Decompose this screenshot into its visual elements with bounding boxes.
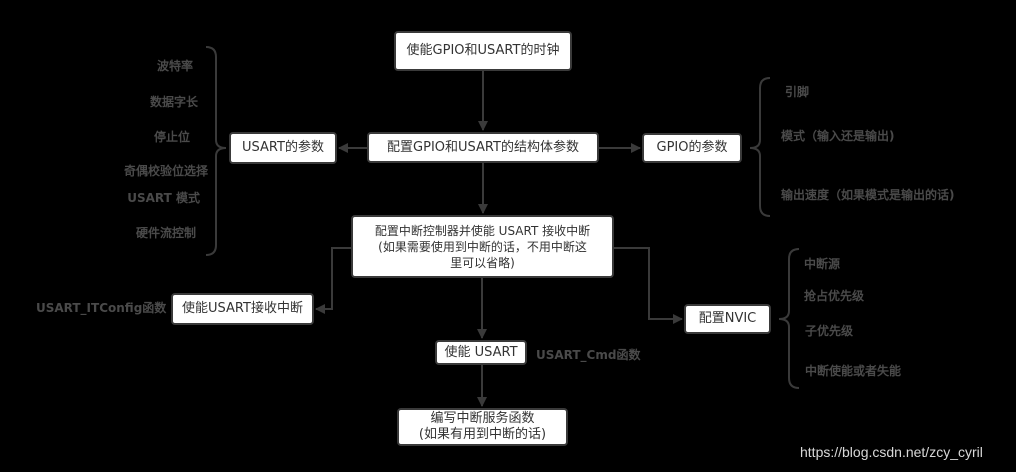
itconfig-annotation: USART_ITConfig函数 (36, 301, 167, 315)
gpio-param-item: 模式（输入还是输出) (781, 129, 895, 143)
watermark: https://blog.csdn.net/zcy_cyril (800, 444, 983, 460)
write-isr-node: 编写中断服务函数 (如果有用到中断的话) (397, 408, 568, 446)
config-struct-node: 配置GPIO和USART的结构体参数 (367, 132, 599, 163)
usart-param-item: 停止位 (153, 130, 190, 144)
usart-param-item: 数据字长 (149, 95, 198, 109)
usart-param-item: 奇偶校验位选择 (123, 164, 208, 178)
usart-param-item: USART 模式 (127, 191, 200, 205)
usart-param-item: 波特率 (156, 59, 193, 73)
enable-clock-node: 使能GPIO和USART的时钟 (394, 31, 572, 71)
usart-param-item: 硬件流控制 (135, 226, 196, 240)
nvic-item: 子优先级 (805, 324, 854, 338)
config-interrupt-node: 配置中断控制器并使能 USART 接收中断 (如果需要使用到中断的话，不用中断这… (351, 215, 614, 278)
usart-params-node: USART的参数 (229, 132, 337, 164)
enable-usart-rx-int-node: 使能USART接收中断 (171, 293, 314, 325)
nvic-item: 中断源 (804, 257, 841, 271)
nvic-item: 抢占优先级 (804, 289, 865, 303)
enable-usart-node: 使能 USART (435, 340, 527, 365)
nvic-item: 中断使能或者失能 (805, 364, 902, 378)
gpio-param-item: 输出速度（如果模式是输出的话) (781, 188, 955, 202)
gpio-param-item: 引脚 (785, 85, 810, 99)
cmd-annotation: USART_Cmd函数 (536, 348, 641, 362)
config-nvic-node: 配置NVIC (684, 304, 771, 334)
gpio-params-node: GPIO的参数 (642, 133, 742, 163)
